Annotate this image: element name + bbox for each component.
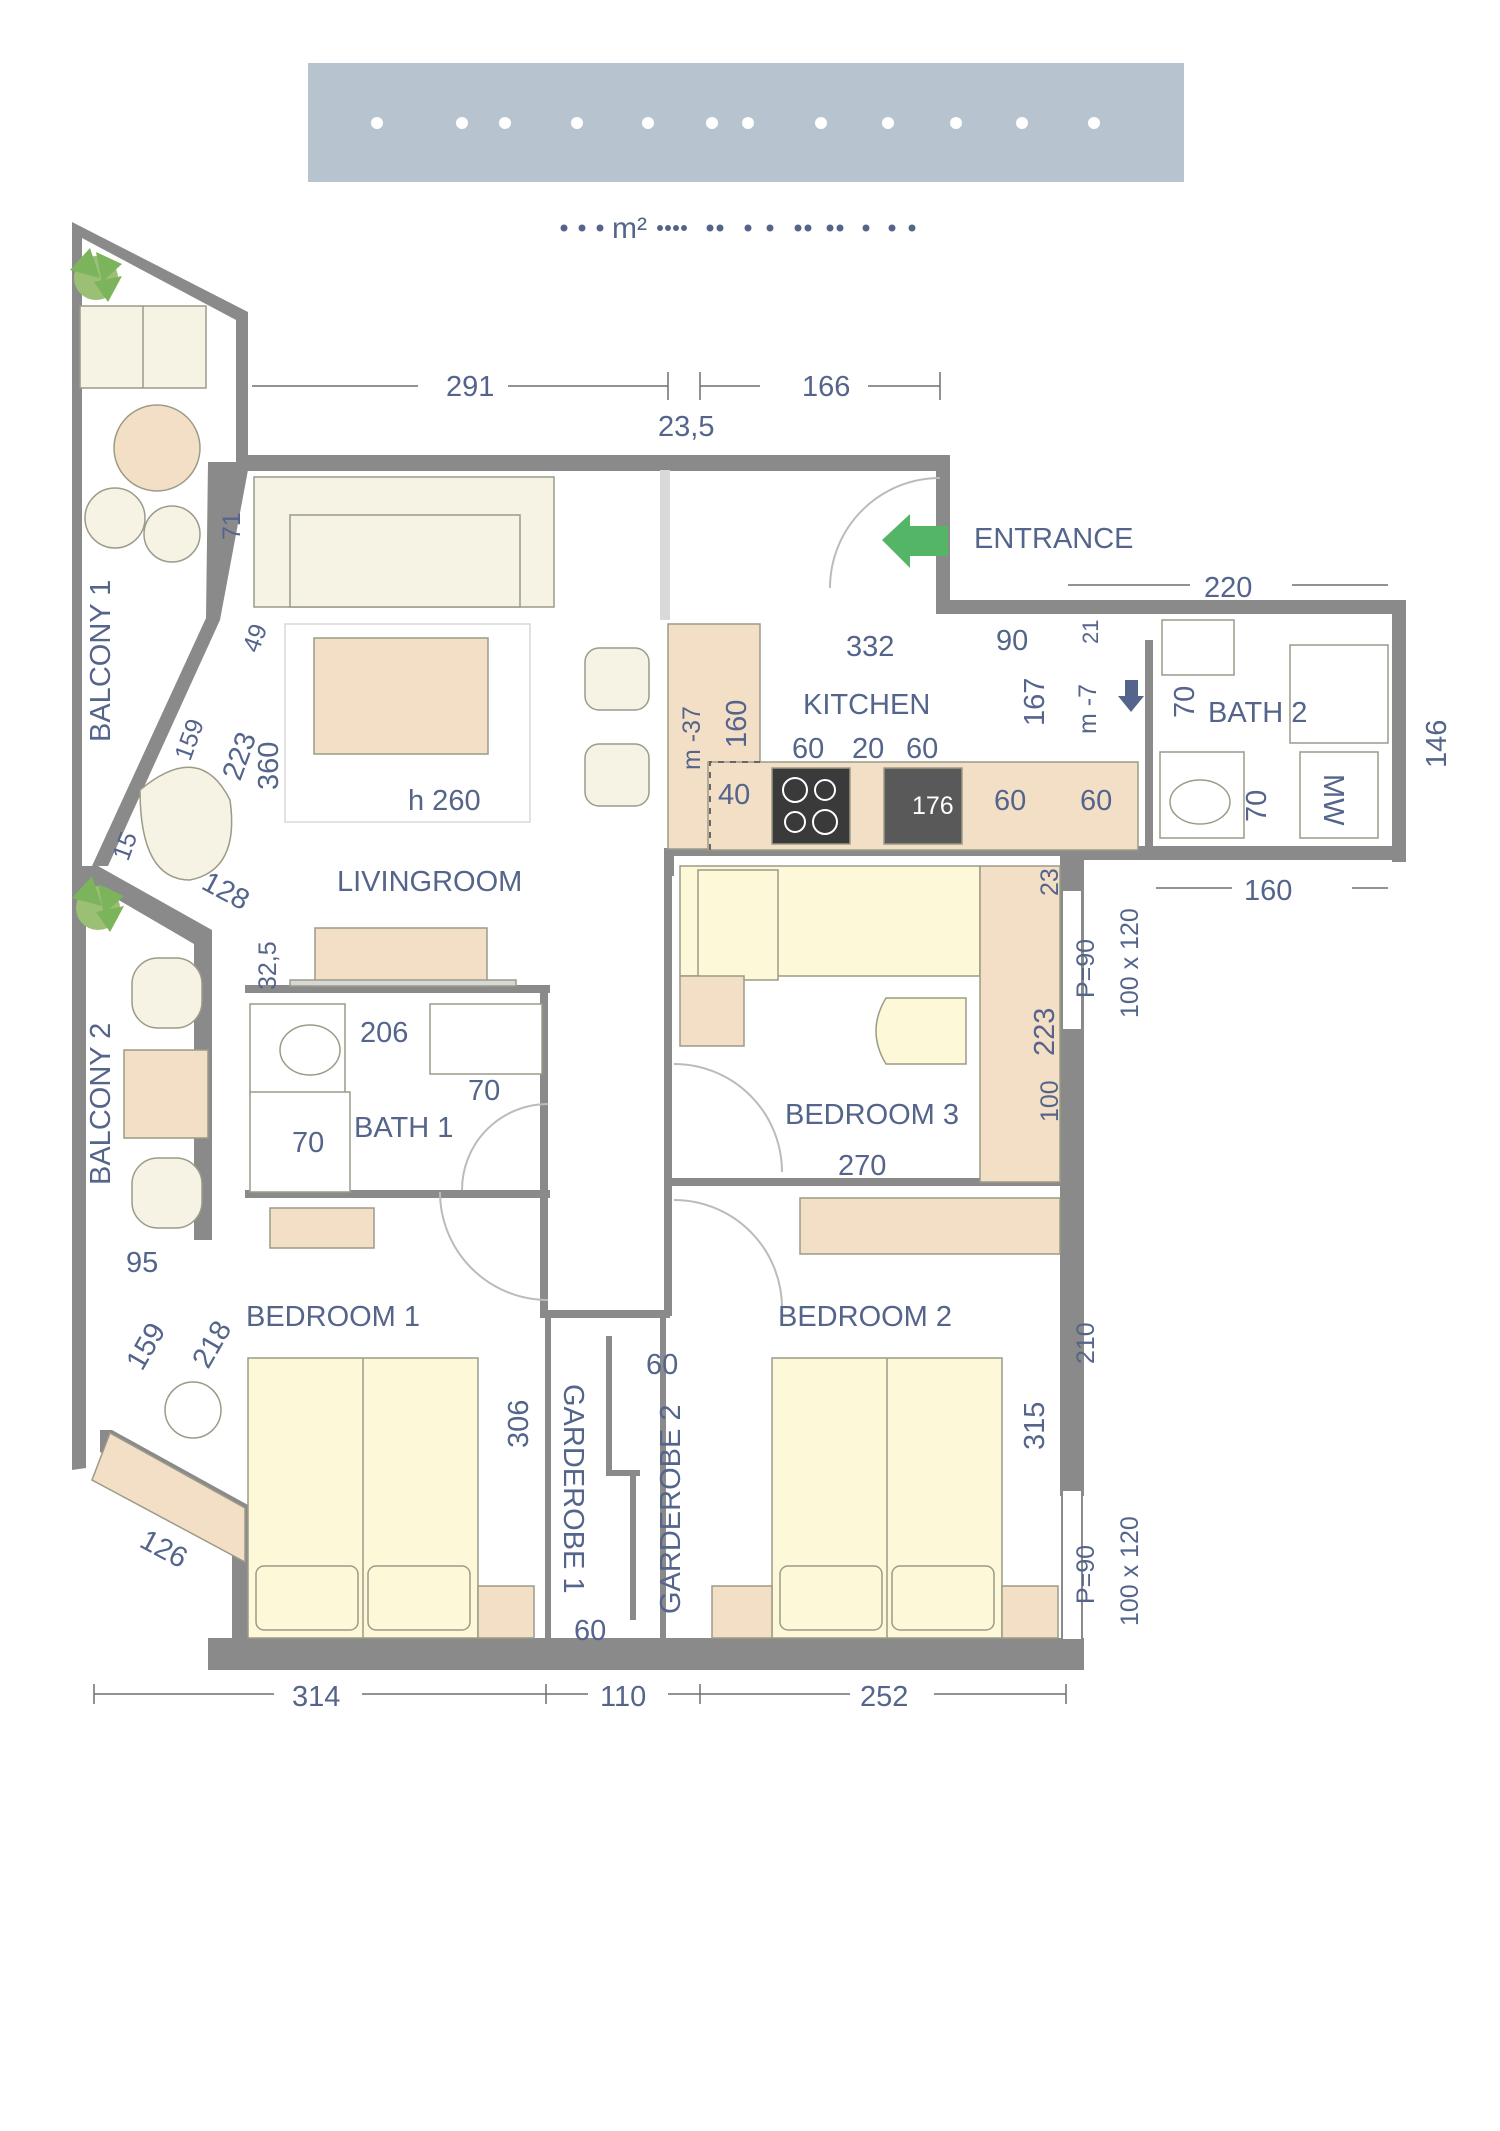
- room-label-bedroom1: BEDROOM 1: [246, 1301, 420, 1333]
- dim-label: 332: [846, 631, 894, 663]
- dim-label: 20: [852, 733, 884, 765]
- wardrobe-bedroom3: [979, 865, 1061, 1183]
- furniture: [79, 305, 1389, 1639]
- room-label-garderobe2: GARDEROBE 2: [655, 1405, 687, 1615]
- windows: [1061, 889, 1083, 1641]
- dim-label: 206: [360, 1017, 408, 1049]
- redacted-title-dots: [371, 117, 1100, 129]
- dim-label: h 260: [408, 785, 481, 817]
- bath2-cabinet: [1161, 619, 1235, 676]
- window-bedroom-3: [1061, 889, 1083, 1031]
- dim-label: 315: [1019, 1402, 1051, 1450]
- dim-label: 71: [218, 512, 246, 540]
- shower-bath1: [249, 1091, 351, 1193]
- room-label-entrance: ENTRANCE: [974, 523, 1134, 555]
- cooktop-burners-icon: [782, 777, 838, 835]
- washing-machine: [1299, 751, 1379, 839]
- chair-bedroom3: [875, 997, 967, 1065]
- dim-label: 40: [718, 779, 750, 811]
- dim-label: 23: [1036, 868, 1064, 896]
- kitchen-dashed-line: [709, 761, 760, 850]
- dim-label: 100: [1036, 1080, 1064, 1122]
- cooktop: [771, 767, 851, 845]
- dim-label: 32,5: [254, 941, 282, 990]
- dim-label: 160: [1244, 875, 1292, 907]
- dim-label: 210: [1072, 1322, 1100, 1364]
- entrance-arrow-icon: [882, 514, 948, 568]
- desk-bedroom2: [799, 1197, 1061, 1255]
- room-labels: BALCONY 1 BALCONY 2 LIVINGROOM KITCHEN B…: [85, 523, 1307, 1614]
- dim-label: 252: [860, 1681, 908, 1713]
- room-label-bath1: BATH 1: [354, 1112, 453, 1144]
- down-arrow-icon: [1118, 680, 1144, 712]
- dim-label: 126: [135, 1524, 193, 1575]
- dim-label: P=90: [1072, 1545, 1100, 1604]
- dim-label: 159: [169, 715, 210, 764]
- sink-bath1: [429, 1003, 543, 1075]
- dim-label: 167: [1019, 678, 1051, 726]
- dim-label: 146: [1421, 720, 1453, 768]
- dim-label: 100 x 120: [1116, 908, 1144, 1018]
- dim-label: 70: [468, 1075, 500, 1107]
- dim-label: P=90: [1072, 939, 1100, 998]
- room-label-kitchen: KITCHEN: [803, 689, 930, 721]
- dim-label: 218: [186, 1316, 238, 1374]
- dim-label: 60: [906, 733, 938, 765]
- dim-label: 314: [292, 1681, 340, 1713]
- dim-label: 60: [994, 785, 1026, 817]
- room-label-balcony1: BALCONY 1: [85, 580, 117, 742]
- area-line: [560, 224, 916, 232]
- room-label-bath2: BATH 2: [1208, 697, 1307, 729]
- balcony-table: [113, 404, 201, 492]
- dim-label: 70: [1169, 686, 1201, 718]
- dim-label: 360: [253, 742, 285, 790]
- dim-label: 100 x 120: [1116, 1516, 1144, 1626]
- plant-icon: [72, 876, 124, 932]
- tv-stand: [314, 927, 488, 987]
- dim-label: 223: [1029, 1008, 1061, 1056]
- window-bedroom-2: [1061, 1489, 1083, 1641]
- dim-label: MW: [1317, 774, 1349, 826]
- dim-label: m -7: [1074, 684, 1102, 734]
- door-swings: [439, 477, 941, 1309]
- dim-label: 60: [792, 733, 824, 765]
- room-label-bedroom3: BEDROOM 3: [785, 1099, 959, 1131]
- dim-label: 166: [802, 371, 850, 403]
- dim-label: 21: [1078, 620, 1103, 644]
- dim-label: 60: [1080, 785, 1112, 817]
- dim-label: 95: [126, 1247, 158, 1279]
- room-label-balcony2: BALCONY 2: [85, 1023, 117, 1185]
- dim-label: 270: [838, 1150, 886, 1182]
- area-unit: m²: [612, 212, 647, 245]
- dim-label: 110: [600, 1681, 646, 1713]
- dim-label: 70: [1241, 790, 1273, 822]
- dim-label: 23,5: [658, 411, 714, 443]
- dim-label: 176: [912, 792, 954, 820]
- room-label-bedroom2: BEDROOM 2: [778, 1301, 952, 1333]
- dim-label: 220: [1204, 572, 1252, 604]
- dimension-lines: [93, 372, 1388, 1704]
- dim-label: 70: [292, 1127, 324, 1159]
- dim-label: 90: [996, 625, 1028, 657]
- room-label-garderobe1: GARDEROBE 1: [557, 1384, 589, 1594]
- shower: [1289, 644, 1389, 744]
- dim-label: 160: [721, 700, 753, 748]
- dim-label: m -37: [678, 706, 706, 770]
- dim-label: 60: [646, 1349, 678, 1381]
- dim-label: 60: [574, 1615, 606, 1647]
- coffee-table: [313, 637, 489, 755]
- plant-icon: [70, 248, 122, 302]
- oven: [883, 767, 963, 845]
- armchair: [139, 766, 233, 881]
- dim-label: 291: [446, 371, 494, 403]
- stool: [584, 647, 650, 711]
- dim-label: 306: [503, 1400, 535, 1448]
- room-label-livingroom: LIVINGROOM: [337, 866, 522, 898]
